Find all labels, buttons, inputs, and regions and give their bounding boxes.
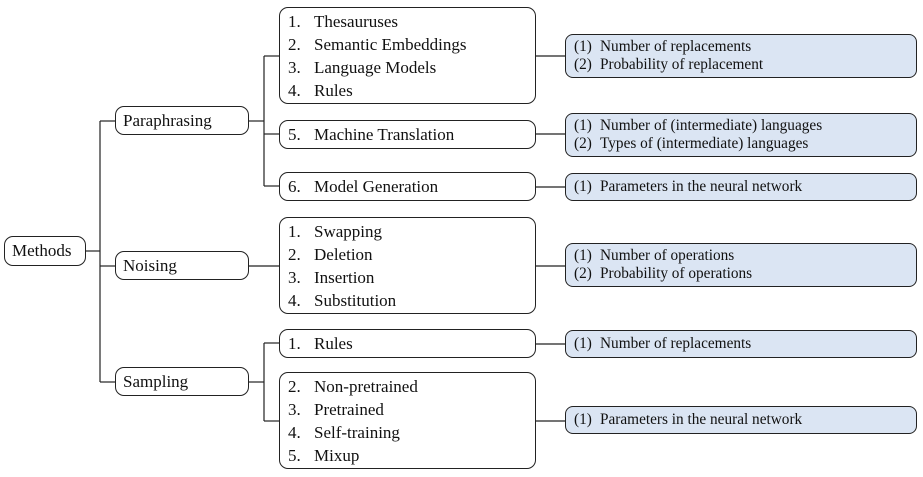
technique-item: 3.Language Models (288, 57, 437, 77)
technique-item: 4.Substitution (288, 290, 397, 310)
technique-item: 4.Self-training (288, 422, 400, 442)
parameter-item: (1)Number of (intermediate) languages (574, 117, 823, 134)
technique-item: 5.Mixup (288, 445, 360, 465)
technique-item: 2.Semantic Embeddings (288, 34, 467, 54)
technique-box: 1.Rules (279, 329, 536, 358)
parameter-box: (1)Parameters in the neural network (565, 406, 917, 434)
category-label: Sampling (123, 371, 189, 391)
parameter-item: (1)Number of replacements (574, 335, 752, 352)
technique-item: 1.Swapping (288, 221, 382, 241)
technique-item: 5.Machine Translation (288, 125, 455, 144)
technique-item: 6.Model Generation (288, 177, 439, 196)
category-label: Noising (123, 255, 177, 275)
technique-item: 3.Insertion (288, 267, 375, 287)
technique-item: 2.Deletion (288, 244, 373, 264)
technique-box: 2.Non-pretrained 3.Pretrained 4.Self-tra… (279, 372, 536, 469)
parameter-box: (1)Number of replacements (2)Probability… (565, 34, 917, 78)
category-paraphrasing: Paraphrasing (115, 106, 249, 135)
technique-box: 6.Model Generation (279, 172, 536, 201)
parameter-box: (1)Parameters in the neural network (565, 173, 917, 201)
root-node-methods: Methods (4, 236, 86, 266)
parameter-item: (1)Number of replacements (574, 38, 752, 55)
category-sampling: Sampling (115, 367, 249, 396)
technique-item: 2.Non-pretrained (288, 376, 418, 396)
parameter-box: (1)Number of operations (2)Probability o… (565, 243, 917, 287)
parameter-item: (1)Number of operations (574, 247, 735, 264)
category-noising: Noising (115, 251, 249, 280)
technique-item: 4.Rules (288, 80, 353, 100)
technique-box: 5.Machine Translation (279, 120, 536, 149)
technique-box: 1.Thesauruses 2.Semantic Embeddings 3.La… (279, 7, 536, 104)
parameter-item: (2)Types of (intermediate) languages (574, 135, 809, 152)
technique-box: 1.Swapping 2.Deletion 3.Insertion 4.Subs… (279, 217, 536, 314)
root-label: Methods (12, 241, 72, 260)
parameter-box: (1)Number of (intermediate) languages (2… (565, 113, 917, 157)
parameter-item: (1)Parameters in the neural network (574, 178, 803, 195)
technique-item: 1.Thesauruses (288, 11, 399, 31)
technique-item: 3.Pretrained (288, 399, 384, 419)
parameter-box: (1)Number of replacements (565, 330, 917, 358)
parameter-item: (1)Parameters in the neural network (574, 411, 803, 428)
category-label: Paraphrasing (123, 110, 212, 130)
parameter-item: (2)Probability of operations (574, 265, 753, 282)
technique-item: 1.Rules (288, 334, 353, 353)
parameter-item: (2)Probability of replacement (574, 56, 764, 73)
